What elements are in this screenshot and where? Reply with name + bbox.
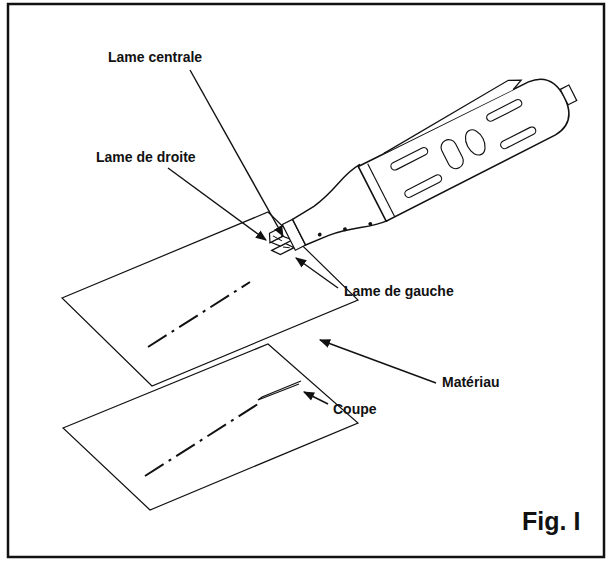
cut-line bbox=[148, 282, 250, 347]
leader-line bbox=[168, 168, 266, 240]
screw bbox=[342, 227, 347, 232]
grip-slot bbox=[485, 98, 523, 122]
leader-line bbox=[320, 340, 436, 383]
screw bbox=[317, 232, 322, 237]
leader-line bbox=[190, 70, 283, 236]
cut-line bbox=[145, 404, 258, 476]
leader-lines bbox=[168, 70, 436, 404]
leader-line bbox=[304, 392, 328, 404]
grip-slot bbox=[404, 174, 443, 199]
cut-slit bbox=[258, 381, 301, 400]
trigger-lever bbox=[380, 75, 523, 155]
tool-handle bbox=[358, 69, 577, 221]
air-shear-tool bbox=[252, 57, 587, 274]
part-label: Coupe bbox=[333, 402, 377, 417]
grip-logo bbox=[461, 127, 489, 159]
part-label: Lame centrale bbox=[108, 50, 202, 65]
grip-slot bbox=[499, 126, 537, 150]
lower-sheet bbox=[63, 344, 358, 510]
sheet-outline bbox=[63, 344, 358, 510]
air-inlet bbox=[560, 85, 576, 105]
grip-slot bbox=[390, 146, 429, 171]
figure-border bbox=[8, 4, 604, 557]
grip-logo bbox=[438, 137, 466, 171]
figure-caption: Fig. I bbox=[522, 508, 580, 536]
screw bbox=[368, 221, 373, 226]
leader-line bbox=[296, 258, 338, 288]
part-label: Matériau bbox=[442, 375, 500, 390]
handle-joint bbox=[368, 164, 395, 217]
part-label: Lame de droite bbox=[96, 150, 196, 165]
part-label: Lame de gauche bbox=[344, 284, 454, 299]
